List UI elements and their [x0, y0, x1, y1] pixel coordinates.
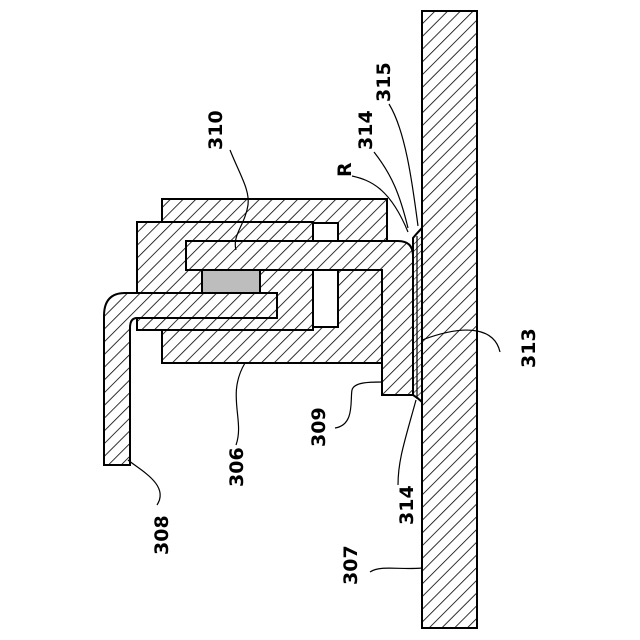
- label-306: 306: [226, 447, 248, 487]
- label-314-bottom: 314: [396, 485, 418, 525]
- label-310: 310: [205, 110, 227, 150]
- leader-309: [335, 382, 382, 428]
- label-315: 315: [373, 62, 395, 102]
- leader-308: [128, 460, 160, 505]
- pad-310: [202, 268, 260, 293]
- leader-314-bottom: [398, 400, 416, 485]
- lead-308: [104, 293, 277, 465]
- substrate-307: [422, 11, 477, 628]
- label-308: 308: [151, 515, 173, 555]
- label-314-top: 314: [355, 110, 377, 150]
- label-307: 307: [340, 545, 362, 585]
- label-313: 313: [518, 328, 540, 368]
- leader-315: [389, 104, 418, 226]
- leader-306: [236, 363, 245, 445]
- label-309: 309: [308, 407, 330, 447]
- label-R: R: [334, 162, 356, 177]
- leader-307: [370, 568, 422, 572]
